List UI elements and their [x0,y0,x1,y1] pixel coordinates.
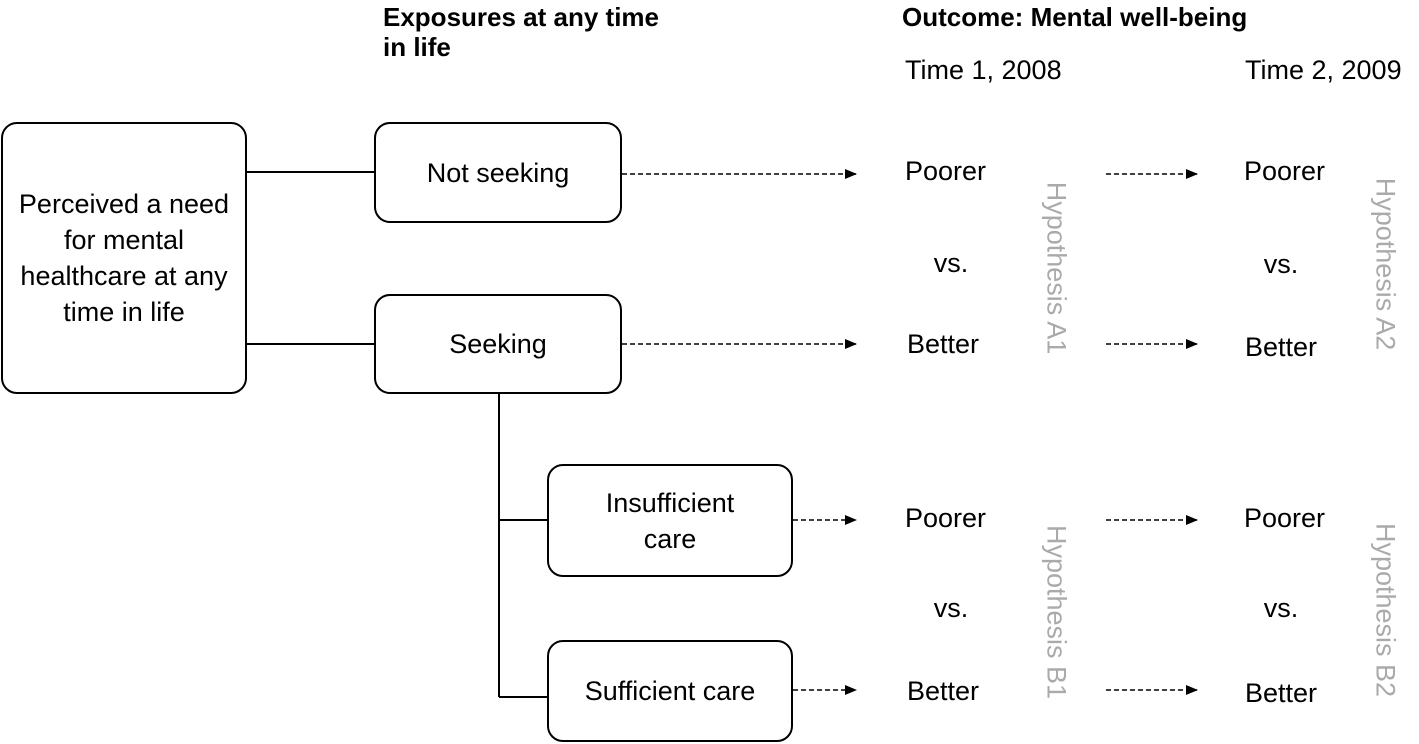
t1-b-better: Better [907,676,980,706]
hypothesis-b1-label: Hypothesis B1 [1041,524,1072,700]
exposures-header: Exposures at any time in life [383,2,659,62]
t1-b-vs: vs. [933,593,969,623]
outcome-header: Outcome: Mental well-being [902,2,1248,32]
t1-a-vs: vs. [933,248,969,278]
t2-b-better: Better [1245,678,1318,708]
t2-b-poorer: Poorer [1244,503,1326,533]
hypothesis-a1-label: Hypothesis A1 [1041,181,1072,355]
sufficient-care-label: Sufficient care [584,676,756,706]
seeking-box: Seeking [374,294,622,394]
not-seeking-label: Not seeking [426,157,570,188]
t1-a-poorer: Poorer [905,156,987,186]
time2-label: Time 2, 2009 [1245,55,1402,85]
insufficient-care-label: Insufficient care [605,487,735,554]
t1-b-poorer: Poorer [905,503,987,533]
time1-label: Time 1, 2008 [905,55,1062,85]
not-seeking-box: Not seeking [374,122,622,223]
t2-a-poorer: Poorer [1244,156,1326,186]
perceived-need-box: Perceived a need for mental healthcare a… [1,122,247,394]
t2-a-better: Better [1245,332,1318,362]
t1-a-better: Better [907,329,980,359]
hypothesis-a2-label: Hypothesis A2 [1370,177,1401,351]
perceived-need-label: Perceived a need for mental healthcare a… [18,189,230,327]
seeking-label: Seeking [449,329,547,359]
insufficient-care-box: Insufficient care [547,464,793,577]
hypothesis-b2-label: Hypothesis B2 [1370,522,1401,698]
t2-a-vs: vs. [1263,249,1299,279]
sufficient-care-box: Sufficient care [547,640,793,742]
t2-b-vs: vs. [1263,593,1299,623]
